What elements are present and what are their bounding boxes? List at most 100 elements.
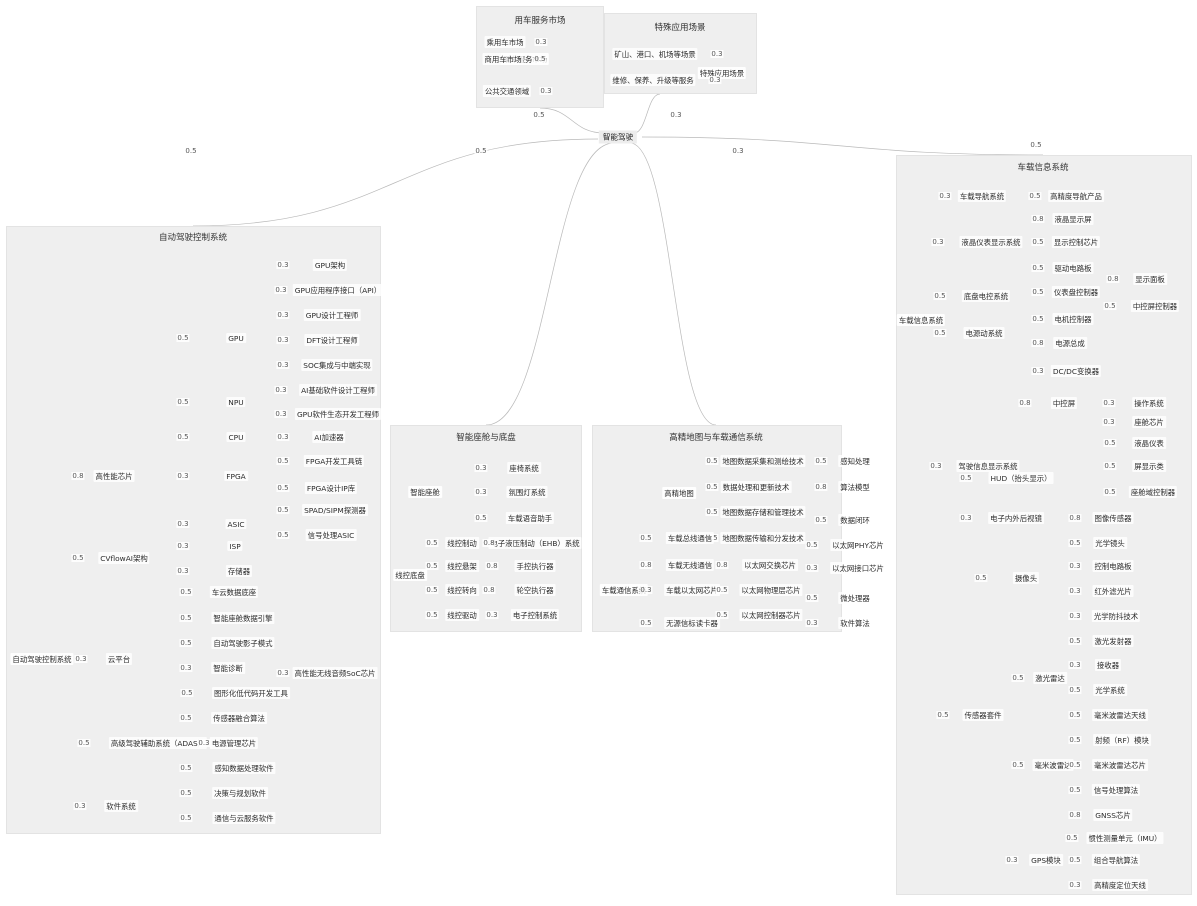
node-leaf[interactable]: 轮空执行器: [514, 584, 556, 596]
node-leaf[interactable]: 维修、保养、升级等服务: [610, 74, 696, 86]
node-branch[interactable]: 线控制动: [445, 537, 479, 549]
node-leaf[interactable]: 惯性测量单元（IMU）: [1086, 832, 1164, 844]
node-leaf[interactable]: 商用车市场: [482, 53, 524, 65]
node-branch[interactable]: 液晶仪表显示系统: [959, 236, 1023, 248]
node-leaf[interactable]: 感知数据处理软件: [212, 762, 276, 774]
node-leaf[interactable]: GPU架构: [312, 259, 348, 271]
node-branch[interactable]: 软件系统: [104, 800, 138, 812]
node-leaf[interactable]: 传感器融合算法: [211, 712, 267, 724]
node-leaf[interactable]: GPU软件生态开发工程师: [294, 408, 382, 420]
node-branch[interactable]: 车载总线通信: [665, 532, 715, 544]
node-leaf[interactable]: 智能座舱数据引擎: [211, 612, 275, 624]
node-leaf[interactable]: 矿山、港口、机场等场景: [612, 48, 698, 60]
node-branch[interactable]: 高性能芯片: [93, 470, 135, 482]
node-infotainment-root[interactable]: 车载信息系统: [896, 314, 946, 326]
node-special-scenario[interactable]: 特殊应用场景: [697, 67, 747, 79]
node-branch[interactable]: 线控转向: [445, 584, 479, 596]
node-leaf[interactable]: 中控屏控制器: [1130, 300, 1180, 312]
node-branch[interactable]: HUD（抬头显示）: [988, 472, 1054, 484]
node-leaf[interactable]: AI加速器: [312, 431, 346, 443]
node-leaf[interactable]: 液晶仪表: [1132, 437, 1166, 449]
node-leaf[interactable]: SOC集成与中端实现: [301, 359, 373, 371]
node-branch[interactable]: 地图数据采集和测绘技术: [720, 455, 806, 467]
node-leaf[interactable]: 毫米波雷达天线: [1092, 709, 1148, 721]
node-leaf[interactable]: DC/DC变换器: [1050, 365, 1102, 377]
node-branch[interactable]: 线控驱动: [445, 609, 479, 621]
node-leaf[interactable]: 仪表盘控制器: [1051, 286, 1101, 298]
node-leaf[interactable]: 座舱域控制器: [1128, 486, 1178, 498]
node-leaf[interactable]: 车云数据底座: [209, 586, 259, 598]
node-leaf[interactable]: 光学镜头: [1093, 537, 1127, 549]
node-branch[interactable]: 底盘电控系统: [961, 290, 1011, 302]
node-leaf[interactable]: 毫米波雷达芯片: [1092, 759, 1148, 771]
node-leaf[interactable]: FPGA开发工具链: [303, 455, 365, 467]
node-leaf[interactable]: 高精度导航产品: [1048, 190, 1104, 202]
node-leaf[interactable]: 车载语音助手: [505, 512, 555, 524]
node-leaf[interactable]: 以太网物理层芯片: [739, 584, 803, 596]
node-leaf[interactable]: 以太网接口芯片: [830, 562, 886, 574]
node-leaf[interactable]: 电子控制系统: [510, 609, 560, 621]
node-leaf[interactable]: 电源管理芯片: [209, 737, 259, 749]
node-leaf[interactable]: 软件算法: [838, 617, 872, 629]
node-leaf[interactable]: 信号处理算法: [1091, 784, 1141, 796]
node-leaf[interactable]: 公共交通领域: [482, 85, 532, 97]
node-branch[interactable]: FPGA: [224, 471, 248, 481]
node-leaf[interactable]: 图像传感器: [1092, 512, 1134, 524]
node-leaf[interactable]: 图形化低代码开发工具: [212, 687, 290, 699]
node-leaf[interactable]: 驱动电路板: [1052, 262, 1094, 274]
node-branch[interactable]: 高性能无线音频SoC芯片: [292, 667, 378, 679]
node-leaf[interactable]: 算法模型: [838, 481, 872, 493]
node-leaf[interactable]: 智能诊断: [211, 662, 245, 674]
node-leaf[interactable]: 以太网PHY芯片: [830, 539, 886, 551]
node-leaf[interactable]: GNSS芯片: [1093, 809, 1133, 821]
node-branch[interactable]: 驾驶信息显示系统: [956, 460, 1020, 472]
node-ad-control-root[interactable]: 自动驾驶控制系统: [10, 653, 74, 665]
node-branch[interactable]: 毫米波雷达: [1032, 759, 1074, 771]
node-leaf[interactable]: 以太网交换芯片: [742, 559, 798, 571]
node-leaf[interactable]: 乘用车市场: [484, 36, 526, 48]
node-leaf[interactable]: 以太网控制器芯片: [739, 609, 803, 621]
node-leaf[interactable]: 显示控制芯片: [1051, 236, 1101, 248]
node-leaf[interactable]: 高精度定位天线: [1092, 879, 1148, 891]
node-branch[interactable]: 地图数据传输和分发技术: [720, 532, 806, 544]
node-branch[interactable]: 地图数据存储和管理技术: [720, 506, 806, 518]
node-branch[interactable]: 中控屏: [1050, 397, 1078, 409]
node-leaf[interactable]: 座椅系统: [507, 462, 541, 474]
node-branch[interactable]: 无源信标读卡器: [664, 617, 720, 629]
node-branch[interactable]: GPU: [226, 333, 246, 343]
node-leaf[interactable]: SPAD/SIPM探测器: [302, 504, 368, 516]
node-leaf[interactable]: 激光发射器: [1092, 635, 1134, 647]
center-node-smart-driving[interactable]: 智能驾驶: [598, 130, 638, 144]
node-branch[interactable]: 传感器套件: [962, 709, 1004, 721]
node-leaf[interactable]: 电子液压制动（EHB）系统: [488, 537, 582, 549]
node-branch[interactable]: ASIC: [225, 519, 247, 529]
node-branch[interactable]: 数据处理和更新技术: [720, 481, 792, 493]
node-branch[interactable]: 高级驾驶辅助系统（ADAS）: [108, 737, 208, 749]
node-branch[interactable]: 车载无线通信: [665, 559, 715, 571]
node-leaf[interactable]: 屏显示类: [1132, 460, 1166, 472]
node-leaf[interactable]: AI基础软件设计工程师: [299, 384, 377, 396]
node-leaf[interactable]: 接收器: [1094, 659, 1122, 671]
node-branch[interactable]: 电源动系统: [963, 327, 1005, 339]
node-branch[interactable]: GPS模块: [1029, 854, 1063, 866]
node-branch[interactable]: 车载导航系统: [957, 190, 1007, 202]
node-leaf[interactable]: 手控执行器: [514, 560, 556, 572]
node-branch[interactable]: 存储器: [225, 565, 253, 577]
node-branch[interactable]: 车载以太网芯片: [664, 584, 720, 596]
node-branch[interactable]: 云平台: [105, 653, 133, 665]
node-leaf[interactable]: GPU设计工程师: [303, 309, 361, 321]
node-leaf[interactable]: 信号处理ASIC: [305, 529, 357, 541]
node-leaf[interactable]: 氛围灯系统: [506, 486, 548, 498]
node-branch[interactable]: ISP: [227, 541, 243, 551]
node-leaf[interactable]: 显示面板: [1133, 273, 1167, 285]
node-leaf[interactable]: FPGA设计IP库: [304, 482, 358, 494]
node-vehicle-comm[interactable]: 车载通信系统: [599, 584, 649, 596]
node-leaf[interactable]: 红外滤光片: [1092, 585, 1134, 597]
node-leaf[interactable]: 数据闭环: [838, 514, 872, 526]
node-leaf[interactable]: 光学防抖技术: [1091, 610, 1141, 622]
node-leaf[interactable]: 通信与云服务软件: [212, 812, 276, 824]
node-hd-map[interactable]: 高精地图: [662, 487, 696, 499]
node-branch[interactable]: CPU: [226, 432, 246, 442]
node-leaf[interactable]: 射频（RF）模块: [1093, 734, 1151, 746]
node-branch[interactable]: 摄像头: [1012, 572, 1040, 584]
